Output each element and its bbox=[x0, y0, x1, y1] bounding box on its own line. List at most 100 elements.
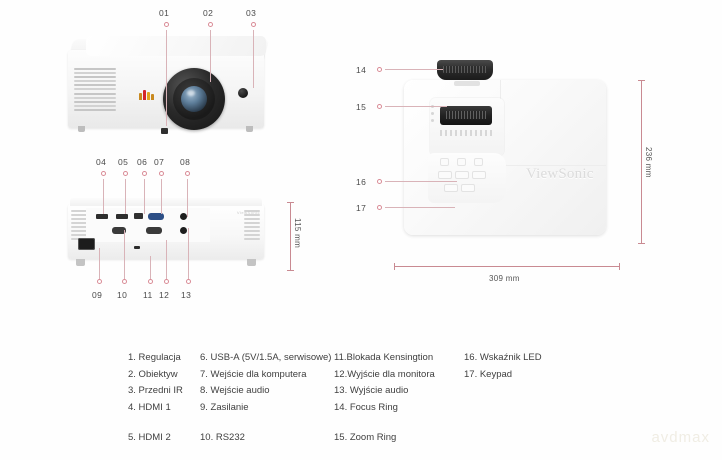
projector-rear-view: ViewSonic bbox=[68, 196, 268, 274]
port-audio-in bbox=[180, 213, 187, 220]
dimension-rear-height-line bbox=[290, 202, 291, 270]
port-audio-out bbox=[180, 227, 187, 234]
dimension-rear-height-cap-top bbox=[287, 202, 294, 203]
callout-leader-08 bbox=[187, 179, 188, 217]
keypad-key-low-left[interactable] bbox=[444, 184, 458, 192]
front-lens bbox=[163, 68, 225, 130]
legend-item-3: 3. Przedni IR bbox=[128, 385, 183, 396]
lens-barrel bbox=[173, 78, 215, 120]
port-rs232 bbox=[112, 227, 126, 234]
callout-label-01: 01 bbox=[159, 8, 170, 18]
callout-label-05: 05 bbox=[118, 157, 129, 167]
legend-item-8: 8. Wejście audio bbox=[200, 385, 270, 396]
front-top-surface bbox=[86, 36, 266, 56]
callout-dot-11 bbox=[148, 279, 153, 284]
front-brand-emblem bbox=[139, 90, 154, 100]
callout-leader-02 bbox=[210, 30, 211, 82]
keypad-key-low-right[interactable] bbox=[461, 184, 475, 192]
callout-leader-11 bbox=[150, 256, 151, 279]
callout-leader-05 bbox=[125, 179, 126, 214]
port-power-inlet bbox=[78, 238, 95, 250]
front-foot-left bbox=[78, 126, 85, 132]
keypad-key-mid-right[interactable] bbox=[472, 171, 486, 179]
port-hdmi-1 bbox=[96, 214, 108, 219]
port-vga-monitor-out bbox=[146, 227, 162, 234]
callout-label-10: 10 bbox=[117, 290, 128, 300]
callout-label-12: 12 bbox=[159, 290, 170, 300]
callout-label-03: 03 bbox=[246, 8, 257, 18]
legend-item-1: 1. Regulacja bbox=[128, 352, 181, 363]
callout-dot-06 bbox=[142, 171, 147, 176]
top-lens-aperture bbox=[454, 81, 480, 86]
focus-ring bbox=[437, 60, 493, 80]
watermark: avdmax bbox=[651, 429, 710, 446]
callout-dot-14 bbox=[377, 67, 382, 72]
dimension-top-width-cap-left bbox=[394, 263, 395, 270]
callout-leader-09 bbox=[99, 248, 100, 279]
legend-item-7: 7. Wejście dla komputera bbox=[200, 368, 307, 380]
legend-item-15: 15. Zoom Ring bbox=[334, 432, 397, 443]
callout-leader-15 bbox=[385, 106, 447, 107]
keypad-key-mid-center[interactable] bbox=[455, 171, 469, 179]
projector-top-view: ViewSonic bbox=[404, 58, 609, 248]
legend-item-6: 6. USB-A (5V/1.5A, serwisowe) bbox=[200, 352, 332, 363]
keypad-key-up-left[interactable] bbox=[440, 158, 449, 166]
callout-label-06: 06 bbox=[137, 157, 148, 167]
legend-item-14: 14. Focus Ring bbox=[334, 401, 398, 413]
dimension-top-height-cap-top bbox=[638, 80, 645, 81]
legend-item-13: 13. Wyjście audio bbox=[334, 385, 409, 396]
callout-leader-06 bbox=[144, 179, 145, 214]
legend-item-9: 9. Zasilanie bbox=[200, 401, 249, 413]
legend: 1. Regulacja 2. Obiektyw 3. Przedni IR 4… bbox=[128, 350, 598, 447]
callout-leader-12 bbox=[166, 240, 167, 279]
callout-dot-13 bbox=[186, 279, 191, 284]
callout-leader-17 bbox=[385, 207, 455, 208]
callout-dot-07 bbox=[159, 171, 164, 176]
callout-label-02: 02 bbox=[203, 8, 214, 18]
rear-vent-right bbox=[244, 210, 260, 242]
legend-item-4: 4. HDMI 1 bbox=[128, 401, 171, 413]
dimension-top-width-cap-right bbox=[619, 263, 620, 270]
callout-dot-15 bbox=[377, 104, 382, 109]
callout-dot-03 bbox=[251, 22, 256, 27]
zoom-scale-markings bbox=[440, 130, 492, 136]
callout-dot-09 bbox=[97, 279, 102, 284]
callout-dot-04 bbox=[101, 171, 106, 176]
dimension-top-height-line bbox=[641, 80, 642, 243]
front-ir-receiver-icon bbox=[238, 88, 248, 98]
keypad-key-mid-left[interactable] bbox=[438, 171, 452, 179]
callout-label-15: 15 bbox=[356, 102, 367, 112]
callout-label-11: 11 bbox=[143, 290, 153, 300]
callout-leader-10 bbox=[124, 230, 125, 279]
port-vga-in bbox=[148, 213, 164, 220]
dimension-rear-height-label: 115 mm bbox=[293, 218, 302, 249]
port-hdmi-2 bbox=[116, 214, 128, 219]
legend-item-12: 12.Wyjście dla monitora bbox=[334, 368, 435, 380]
callout-leader-01 bbox=[166, 30, 167, 126]
callout-leader-13 bbox=[188, 228, 189, 279]
callout-dot-01 bbox=[164, 22, 169, 27]
legend-column-3: 11.Blokada Kensingtion 12.Wyjście dla mo… bbox=[334, 350, 464, 447]
port-usb-a bbox=[134, 213, 143, 219]
front-foot-right bbox=[246, 126, 253, 132]
legend-item-5: 5. HDMI 2 bbox=[128, 432, 171, 443]
dimension-top-height-label: 236 mm bbox=[644, 147, 653, 178]
rear-foot-right bbox=[247, 259, 256, 266]
callout-label-07: 07 bbox=[154, 157, 165, 167]
legend-column-2: 6. USB-A (5V/1.5A, serwisowe) 7. Wejście… bbox=[200, 350, 334, 447]
port-kensington-lock bbox=[134, 246, 140, 249]
top-brand-logo: ViewSonic bbox=[526, 166, 594, 182]
callout-leader-14 bbox=[385, 69, 443, 70]
keypad bbox=[438, 158, 496, 200]
legend-item-17: 17. Keypad bbox=[464, 368, 513, 380]
rear-foot-left bbox=[76, 259, 85, 266]
lens-highlight bbox=[187, 90, 195, 96]
callout-label-09: 09 bbox=[92, 290, 103, 300]
callout-dot-12 bbox=[164, 279, 169, 284]
dimension-top-height-cap-bottom bbox=[638, 243, 645, 244]
keypad-key-up-right[interactable] bbox=[474, 158, 483, 166]
legend-item-16: 16. Wskaźnik LED bbox=[464, 352, 542, 363]
callout-dot-17 bbox=[377, 205, 382, 210]
keypad-key-up-mid[interactable] bbox=[457, 158, 466, 166]
dimension-top-width-label: 309 mm bbox=[489, 274, 520, 283]
